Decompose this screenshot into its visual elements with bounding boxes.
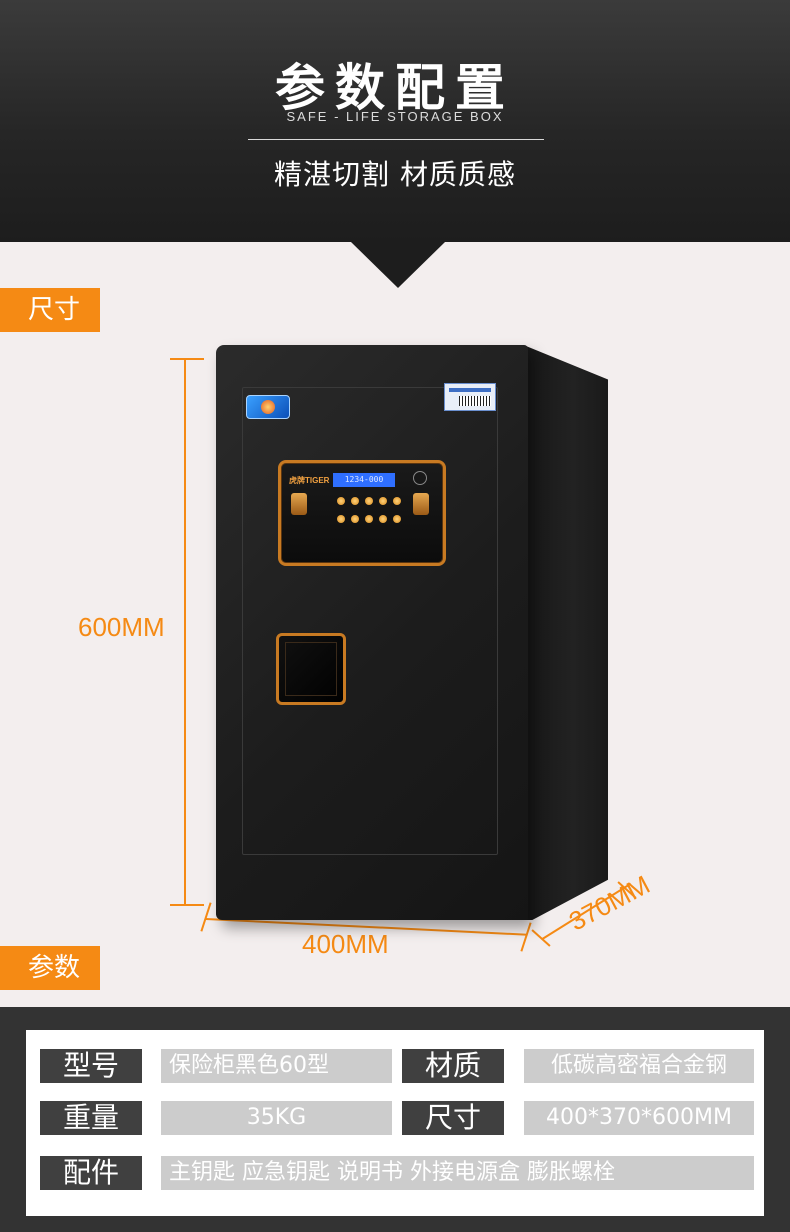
cert-header-bar — [449, 388, 491, 392]
safe-handle — [276, 633, 346, 705]
header-banner: 参数配置 SAFE - LIFE STORAGE BOX 精湛切割 材质质感 — [0, 0, 790, 242]
param-label-accessories: 配件 — [40, 1156, 142, 1190]
param-value-accessories: 主钥匙 应急钥匙 说明书 外接电源盒 膨胀螺栓 — [161, 1156, 754, 1190]
barcode — [459, 396, 491, 406]
keypad-button — [337, 515, 345, 523]
param-label-material: 材质 — [402, 1049, 504, 1083]
keypad-button — [365, 515, 373, 523]
safe-front-panel: 虎牌TIGER 1234-000 — [216, 345, 528, 920]
keypad-button — [351, 497, 359, 505]
keypad-button — [393, 515, 401, 523]
logo-emblem — [261, 400, 275, 414]
depth-dim-cap-left — [531, 929, 551, 947]
header-divider — [248, 139, 544, 140]
handle-inner — [285, 642, 337, 696]
height-dim-line — [184, 358, 186, 906]
section-tag-params: 参数 — [0, 946, 100, 990]
keypad-brand-label: 虎牌TIGER — [289, 476, 330, 485]
param-label-weight: 重量 — [40, 1101, 142, 1135]
param-value-size: 400*370*600MM — [524, 1101, 754, 1135]
keypad-button — [379, 515, 387, 523]
param-value-model: 保险柜黑色60型 — [161, 1049, 392, 1083]
keypad-button — [365, 497, 373, 505]
certification-sticker — [444, 383, 496, 411]
keypad-button — [337, 497, 345, 505]
width-dim-cap-left — [200, 902, 212, 932]
height-dim-cap-bottom — [170, 904, 204, 906]
brand-logo-sticker — [246, 395, 290, 419]
param-label-size: 尺寸 — [402, 1101, 504, 1135]
height-dim-label: 600MM — [78, 612, 165, 642]
param-value-material: 低碳高密福合金钢 — [524, 1049, 754, 1083]
electronic-keypad-panel: 虎牌TIGER 1234-000 — [278, 460, 446, 566]
page-tagline: 精湛切割 材质质感 — [274, 158, 516, 191]
safe-door-outline — [242, 387, 498, 855]
key-lock-left-icon — [291, 493, 307, 515]
section-tag-size: 尺寸 — [0, 288, 100, 332]
safe-side-panel — [520, 345, 608, 920]
keypad-button — [379, 497, 387, 505]
width-dim-cap-right — [520, 922, 532, 952]
params-card: 型号 保险柜黑色60型 材质 低碳高密福合金钢 重量 35KG 尺寸 400*3… — [26, 1030, 764, 1216]
key-lock-right-icon — [413, 493, 429, 515]
shield-icon — [413, 471, 427, 485]
param-label-model: 型号 — [40, 1049, 142, 1083]
height-dim-cap-top — [170, 358, 204, 360]
page-title: 参数配置 — [275, 59, 515, 117]
keypad-lcd-screen: 1234-000 — [333, 473, 395, 487]
keypad-button — [393, 497, 401, 505]
keypad-button — [351, 515, 359, 523]
width-dim-label: 400MM — [302, 929, 389, 959]
page-subtitle: SAFE - LIFE STORAGE BOX — [286, 109, 504, 124]
param-value-weight: 35KG — [161, 1101, 392, 1135]
header-notch — [351, 242, 445, 288]
